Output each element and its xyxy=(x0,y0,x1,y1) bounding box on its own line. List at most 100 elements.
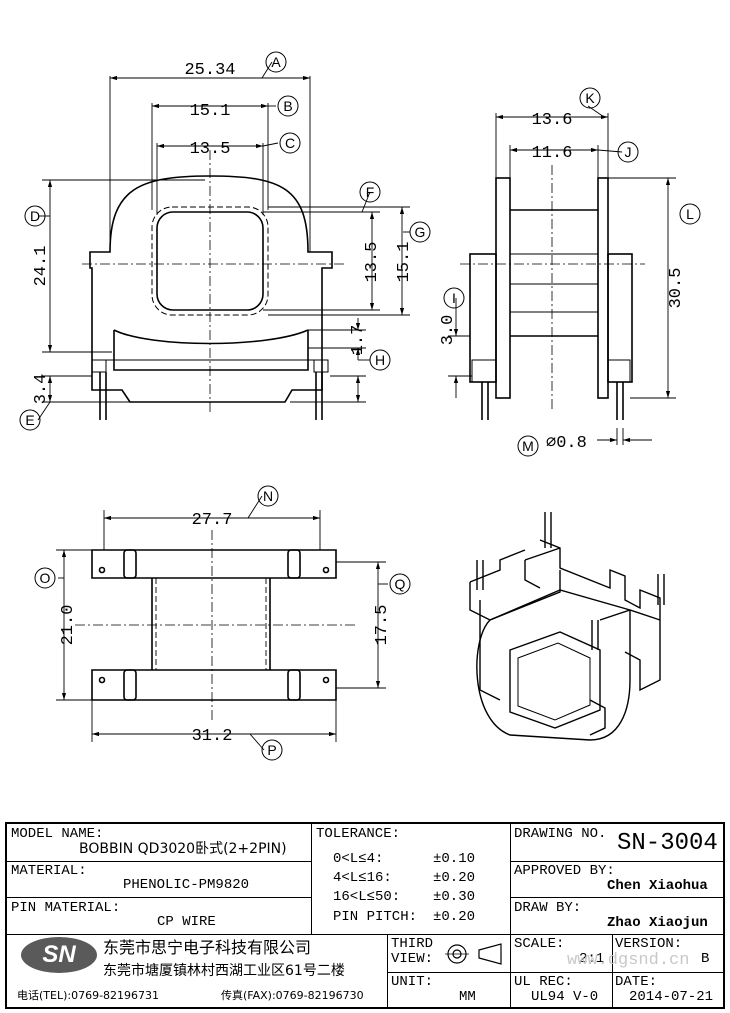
bottom-view xyxy=(75,530,355,720)
pin-material-label: PIN MATERIAL: xyxy=(11,900,121,916)
svg-text:C: C xyxy=(285,135,295,151)
callout-p: P xyxy=(261,739,283,761)
dim-b: 15.1 xyxy=(190,102,231,121)
svg-text:G: G xyxy=(415,224,426,240)
dim-m: ⌀0.8 xyxy=(546,434,587,453)
dim-g: 15.1 xyxy=(395,242,414,283)
tolerance-label: TOLERANCE: xyxy=(316,826,401,842)
unit-label: UNIT: xyxy=(391,974,434,990)
svg-text:P: P xyxy=(267,742,276,758)
tol-range-3: 16<L≤50: xyxy=(333,889,401,905)
dim-h: 1.7 xyxy=(349,325,368,356)
dim-l: 30.5 xyxy=(667,268,686,309)
callout-g: G xyxy=(409,221,431,243)
tol-range-2: 4<L≤16: xyxy=(333,870,392,886)
svg-text:H: H xyxy=(375,352,385,368)
tol-range-4: PIN PITCH: xyxy=(333,909,418,925)
dim-n: 27.7 xyxy=(192,511,233,530)
dim-e: 3.4 xyxy=(32,374,51,405)
callout-j: J xyxy=(617,141,639,163)
company-name: 东莞市思宁电子科技有限公司 xyxy=(103,938,312,957)
callout-e: E xyxy=(19,409,41,431)
approved-label: APPROVED BY: xyxy=(514,863,615,879)
isometric-view xyxy=(469,512,665,741)
date: 2014-07-21 xyxy=(629,989,714,1005)
svg-text:A: A xyxy=(271,54,281,70)
svg-text:L: L xyxy=(686,206,694,222)
callout-k: K xyxy=(579,87,601,109)
technical-drawing: 25.34 15.1 13.5 24.1 3.4 13.5 15.1 1.7 1… xyxy=(19,51,701,761)
third-angle-projection-icon xyxy=(445,943,502,965)
model-name: BOBBIN QD3020卧式(2+2PIN) xyxy=(79,841,287,857)
company-tel: 电话(TEL):0769-82196731 xyxy=(17,989,160,1002)
dim-o: 21.0 xyxy=(59,605,78,646)
watermark: www.dgsnd.cn xyxy=(567,951,690,970)
scale-label: SCALE: xyxy=(514,936,565,952)
ul-rec: UL94 V-0 xyxy=(531,989,599,1005)
date-label: DATE: xyxy=(615,974,658,990)
callout-q: Q xyxy=(389,573,411,595)
svg-text:B: B xyxy=(283,98,292,114)
model-name-label: MODEL NAME: xyxy=(11,826,104,842)
svg-text:M: M xyxy=(522,438,534,454)
svg-text:D: D xyxy=(30,208,40,224)
svg-text:J: J xyxy=(625,144,632,160)
scale: 2:1 xyxy=(579,951,605,967)
material: PHENOLIC-PM9820 xyxy=(123,877,250,893)
tol-value-1: ±0.10 xyxy=(433,851,476,867)
company-address: 东莞市塘厦镇林村西湖工业区61号二楼 xyxy=(103,963,345,979)
callout-l: L xyxy=(679,203,701,225)
tol-value-2: ±0.20 xyxy=(433,870,476,886)
callout-a: A xyxy=(265,51,287,73)
dim-p: 31.2 xyxy=(192,727,233,746)
material-label: MATERIAL: xyxy=(11,863,87,879)
callout-c: C xyxy=(279,132,301,154)
front-view xyxy=(82,150,345,420)
svg-text:Q: Q xyxy=(395,576,406,592)
callout-n: N xyxy=(257,485,279,507)
draw-by: Zhao Xiaojun xyxy=(607,915,708,931)
dim-j: 11.6 xyxy=(532,144,573,163)
svg-text:I: I xyxy=(452,290,456,306)
svg-text:K: K xyxy=(585,90,595,106)
callout-m: M xyxy=(517,435,539,457)
dim-k: 13.6 xyxy=(532,111,573,130)
callout-d: D xyxy=(24,205,46,227)
dim-q: 17.5 xyxy=(373,605,392,646)
dim-a: 25.34 xyxy=(184,61,235,80)
callout-i: I xyxy=(443,287,465,309)
tol-value-3: ±0.30 xyxy=(433,889,476,905)
unit: MM xyxy=(459,989,476,1005)
title-block: MODEL NAME: BOBBIN QD3020卧式(2+2PIN) MATE… xyxy=(5,822,725,1009)
side-dims xyxy=(448,105,676,445)
version-label: VERSION: xyxy=(615,936,683,952)
pin-material: CP WIRE xyxy=(157,914,216,930)
front-dims xyxy=(37,61,410,421)
callout-f: F xyxy=(359,181,381,203)
svg-text:E: E xyxy=(25,412,34,428)
svg-text:F: F xyxy=(366,184,375,200)
version: B xyxy=(701,951,710,967)
bottom-dims xyxy=(56,495,388,751)
company-fax: 传真(FAX):0769-82196730 xyxy=(221,989,364,1002)
third-view-label: THIRD xyxy=(391,936,434,952)
draw-label: DRAW BY: xyxy=(514,900,582,916)
callout-o: O xyxy=(34,567,56,589)
dim-d: 24.1 xyxy=(32,246,51,287)
svg-text:N: N xyxy=(263,488,273,504)
company-logo: SN xyxy=(21,937,97,973)
side-view xyxy=(460,165,645,420)
svg-text:O: O xyxy=(40,570,51,586)
tol-value-4: ±0.20 xyxy=(433,909,476,925)
dim-f: 13.5 xyxy=(363,242,382,283)
ul-label: UL REC: xyxy=(514,974,573,990)
drawing-no: SN-3004 xyxy=(617,830,718,857)
third-view-label-2: VIEW: xyxy=(391,951,434,967)
drawing-no-label: DRAWING NO. xyxy=(514,826,607,842)
callout-h: H xyxy=(369,349,391,371)
tol-range-1: 0<L≤4: xyxy=(333,851,384,867)
dim-c: 13.5 xyxy=(190,140,231,159)
dim-i: 3.0 xyxy=(439,315,458,346)
approved-by: Chen Xiaohua xyxy=(607,878,708,894)
callout-b: B xyxy=(277,95,299,117)
